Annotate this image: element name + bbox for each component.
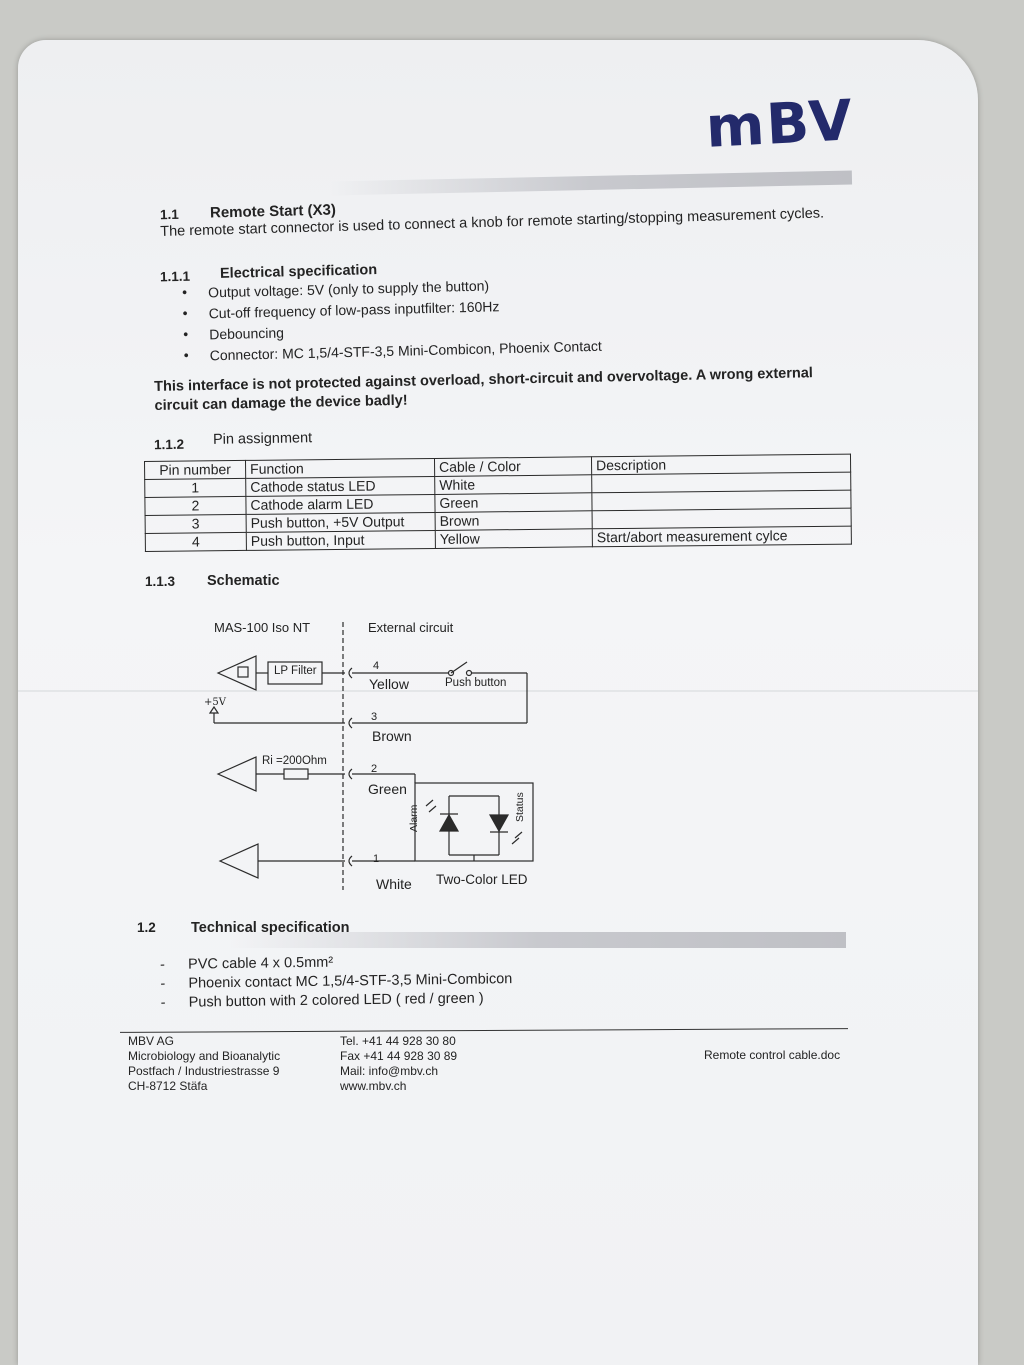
footer-line: Tel. +41 44 928 30 80 xyxy=(340,1034,456,1048)
footer-line: www.mbv.ch xyxy=(340,1079,407,1093)
section-header-band xyxy=(230,932,846,948)
connector-pin2 xyxy=(348,768,353,780)
technical-spec-list: PVC cable 4 x 0.5mm² Phoenix contact MC … xyxy=(160,951,513,1013)
resistor-symbol xyxy=(283,768,309,780)
supply-arrow-icon xyxy=(208,705,220,714)
subsection-number: 1.1.3 xyxy=(145,574,176,589)
switch-contact xyxy=(447,669,455,677)
section-title: Technical specification xyxy=(191,920,350,936)
status-led-label: Status xyxy=(514,792,526,822)
external-circuit-label: External circuit xyxy=(368,620,454,635)
footer-line: CH-8712 Stäfa xyxy=(128,1079,208,1093)
pin-number-label: 3 xyxy=(371,711,378,723)
connector-pin3 xyxy=(348,717,353,729)
section-number: 1.2 xyxy=(137,920,156,935)
wire-color-label: Yellow xyxy=(369,676,409,692)
alarm-led-label: Alarm xyxy=(408,804,420,832)
push-button-switch xyxy=(450,661,468,674)
connector-pin1 xyxy=(348,855,353,867)
pin-number-label: 1 xyxy=(373,853,380,865)
input-buffer-triangle xyxy=(216,655,257,691)
pin-number-label: 4 xyxy=(373,660,380,672)
connector-pin4 xyxy=(348,667,353,679)
device-label: MAS-100 Iso NT xyxy=(214,620,311,635)
wire-color-label: White xyxy=(376,876,412,892)
led-caption: Two-Color LED xyxy=(436,872,528,887)
alarm-amp-triangle xyxy=(216,756,257,792)
pin-number-label: 2 xyxy=(371,763,378,775)
footer-line: Mail: info@mbv.ch xyxy=(340,1064,438,1078)
status-amp-triangle xyxy=(218,843,259,879)
wire-color-label: Brown xyxy=(372,728,412,744)
subsection-title: Schematic xyxy=(207,573,280,589)
status-led-diode xyxy=(488,814,510,833)
footer-company: MBV AG Microbiology and Bioanalytic Post… xyxy=(128,1034,280,1094)
footer-line: Fax +41 44 928 30 89 xyxy=(340,1049,458,1063)
footer-line: MBV AG xyxy=(128,1034,175,1048)
wire-color-label: Green xyxy=(368,781,407,797)
buffer-symbol xyxy=(237,666,249,678)
push-button-label: Push button xyxy=(445,677,507,689)
paper-sheet xyxy=(18,40,978,1365)
footer-contact: Tel. +41 44 928 30 80 Fax +41 44 928 30 … xyxy=(340,1034,457,1094)
supply-label: +5V xyxy=(204,697,226,708)
alarm-led-diode xyxy=(438,813,460,832)
footer-line: Microbiology and Bioanalytic xyxy=(128,1049,281,1063)
footer-line: Postfach / Industriestrasse 9 xyxy=(128,1064,280,1078)
footer-filename: Remote control cable.doc xyxy=(704,1048,841,1062)
switch-contact xyxy=(465,669,473,677)
resistor-label: Ri =200Ohm xyxy=(262,755,327,767)
lp-filter-label: LP Filter xyxy=(274,665,317,677)
paper-fold-line xyxy=(18,690,978,692)
